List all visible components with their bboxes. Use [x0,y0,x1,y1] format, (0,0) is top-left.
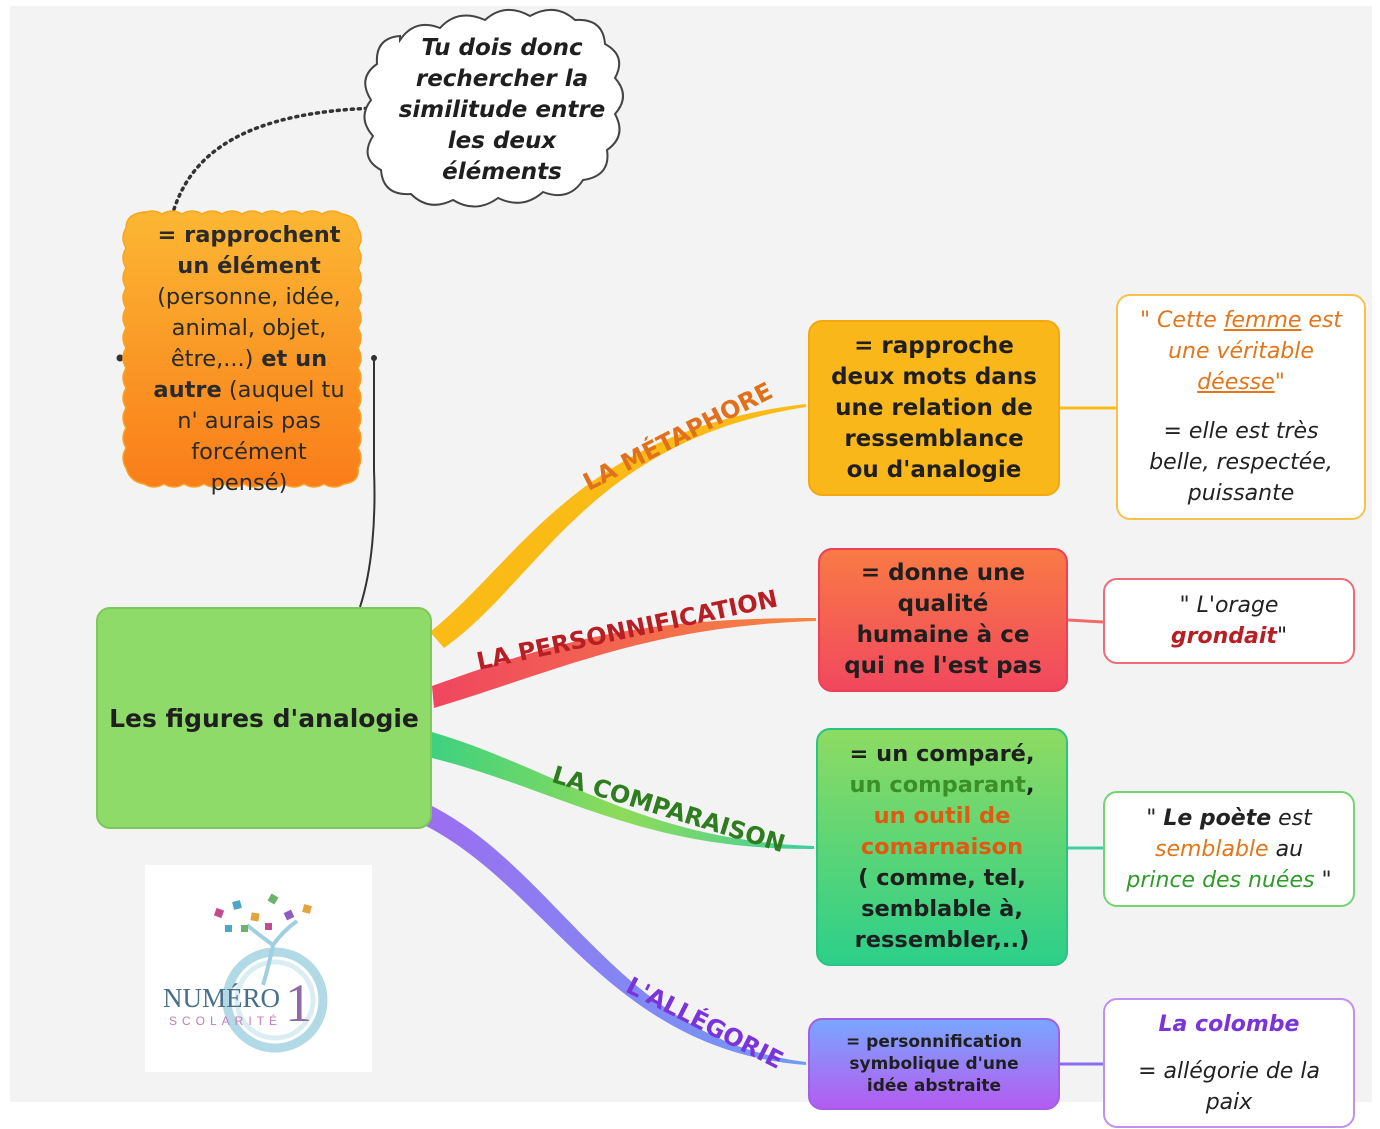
note-line: un élément [177,252,321,279]
definition-line: deux mots dans [831,363,1037,390]
note-bold-text: et un [253,345,328,372]
example-line: grondait" [1171,621,1287,652]
example-quote-line: déesse" [1197,367,1285,398]
example-tool: semblable [1154,836,1269,862]
example-line: " L'orage [1179,593,1279,618]
branch-metaphore [430,404,806,648]
example-explanation-line: = elle est très [1163,419,1319,444]
cloud-line: similitude entre [398,96,606,123]
central-topic[interactable]: Les figures d'analogie [96,607,432,829]
example-text: " [1314,867,1332,893]
note-line: être,...) et un [171,344,327,375]
example-line: = allégorie de la [1138,1058,1320,1084]
definition-line: = rapproche [854,332,1014,359]
definition-line: idée abstraite [866,1076,1002,1096]
note-dot-left [116,354,124,362]
note-line: animal, objet, [171,314,327,341]
definition-line: ou d'analogie [846,456,1022,483]
example-compare: Le poète [1163,805,1272,831]
note-line: n' aurais pas [177,407,321,434]
definition-line: comarnaison [860,833,1024,860]
definition-line: ressembler,..) [854,926,1030,953]
example-comparant: prince des nuées [1126,867,1315,893]
definition-line: un outil de [873,802,1011,829]
example-underlined: déesse [1197,370,1275,395]
definition-line: qui ne l'est pas [844,653,1042,679]
definition-line: humaine à ce [856,622,1030,648]
definition-line: = personnification [846,1032,1022,1052]
logo-word: NUMÉRO [163,983,280,1013]
definition-line: semblable à, [861,895,1023,922]
definition-note[interactable]: = rapprochent un élément (personne, idée… [124,214,374,504]
definition-comparaison[interactable]: = un comparé, un comparant, un outil de … [816,728,1068,966]
definition-personnification[interactable]: = donne une qualité humaine à ce qui ne … [818,548,1068,692]
definition-line: ressemblance [844,425,1024,452]
example-comparaison[interactable]: " Le poète est semblable au prince des n… [1103,791,1355,907]
note-bold-text: autre [153,376,222,403]
example-text: est [1271,805,1312,831]
example-explanation-line: belle, respectée, [1149,450,1333,475]
example-line: " Le poète est [1146,803,1312,834]
numero1-logo: NUMÉRO 1 SCOLARITÉ [145,865,372,1072]
note-connector [359,469,376,608]
definition-line: = un comparé, [849,740,1035,767]
example-title: La colombe [1158,1011,1300,1037]
example-underlined: femme [1223,308,1302,333]
example-allegorie[interactable]: La colombe = allégorie de la paix [1103,998,1355,1128]
definition-line: symbolique d'une [849,1054,1019,1074]
definition-comma: , [1025,771,1035,798]
definition-comparant: un comparant [849,771,1026,798]
note-line: autre (auquel tu [153,375,344,406]
note-dot-right [371,355,377,361]
example-quote-line: une véritable [1168,339,1314,364]
definition-line: une relation de [835,394,1033,421]
note-text: (auquel tu [221,376,345,403]
example-line: paix [1205,1089,1253,1115]
link-personnification-example [1067,618,1104,624]
example-text: " Cette [1139,308,1224,333]
logo-graphic: NUMÉRO 1 SCOLARITÉ [163,893,328,1053]
note-line: = rapprochent [157,221,341,248]
cloud-line: les deux [447,127,557,154]
example-explanation-line: puissante [1187,481,1295,506]
cloud-line: Tu dois donc [421,34,583,61]
definition-line: = donne une [860,560,1026,586]
similarity-cloud-note[interactable]: Tu dois donc rechercher la similitude en… [378,30,626,190]
example-quote-line: " Cette femme est [1140,305,1342,336]
note-line: forcément [191,438,307,465]
example-text: est [1301,308,1343,333]
logo-digit: 1 [285,973,312,1033]
example-metaphore[interactable]: " Cette femme est une véritable déesse " … [1116,294,1366,520]
note-line: (personne, idée, [157,283,341,310]
example-highlight: grondait [1170,624,1277,649]
note-text: être,...) [170,345,254,372]
logo-subtitle: SCOLARITÉ [169,1013,282,1028]
definition-line: qualité [897,591,989,617]
definition-line: ( comme, tel, [858,864,1026,891]
example-personnification[interactable]: " L'orage grondait" [1103,578,1355,664]
branch-personnification [432,618,816,708]
definition-allegorie[interactable]: = personnification symbolique d'une idée… [808,1018,1060,1110]
definition-line: un comparant, [849,770,1034,801]
cloud-line: éléments [442,158,562,185]
definition-metaphore[interactable]: = rapproche deux mots dans une relation … [808,320,1060,496]
example-line: prince des nuées " [1126,865,1331,896]
example-line: semblable au [1155,834,1303,865]
branch-allegorie [426,805,806,1065]
example-text: au [1268,836,1304,862]
note-line: pensé) [210,469,288,496]
dotted-connector [170,106,378,218]
central-topic-label: Les figures d'analogie [109,703,419,733]
example-text: " [1146,805,1164,831]
example-text: " [1276,624,1288,649]
example-text: " [1274,370,1285,395]
cloud-line: rechercher la [415,65,589,92]
